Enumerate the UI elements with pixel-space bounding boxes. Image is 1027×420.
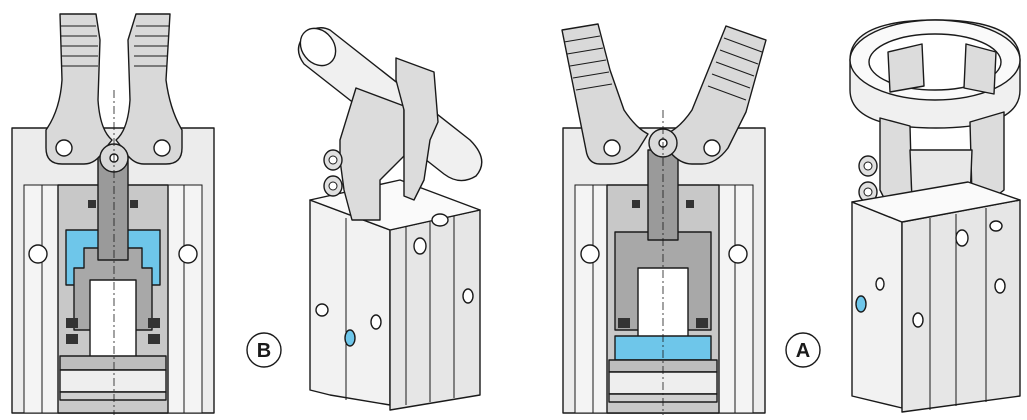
- finger-right: [395, 57, 439, 201]
- workpiece-ring: [849, 19, 1021, 129]
- jaw-right: [115, 13, 183, 165]
- mount-hole-right: [178, 244, 198, 264]
- section-view-closed: [11, 13, 215, 415]
- isometric-view-gripping: B: [246, 27, 483, 411]
- port-b-label: B: [257, 340, 271, 362]
- port-b-callout: B: [246, 332, 282, 368]
- section-view-open: [561, 23, 767, 415]
- jaw-left-open: [561, 23, 649, 165]
- jaw-right-open: [665, 25, 767, 165]
- mount-hole-left: [28, 244, 48, 264]
- port-a-label: A: [796, 340, 810, 362]
- jaw-left: [45, 13, 113, 165]
- port-a-marker: [855, 295, 867, 313]
- port-a-callout: A: [785, 332, 821, 368]
- port-b-marker: [344, 329, 356, 347]
- finger-left: [339, 87, 405, 221]
- isometric-view-ring: A: [785, 19, 1021, 413]
- body-front: [309, 199, 391, 406]
